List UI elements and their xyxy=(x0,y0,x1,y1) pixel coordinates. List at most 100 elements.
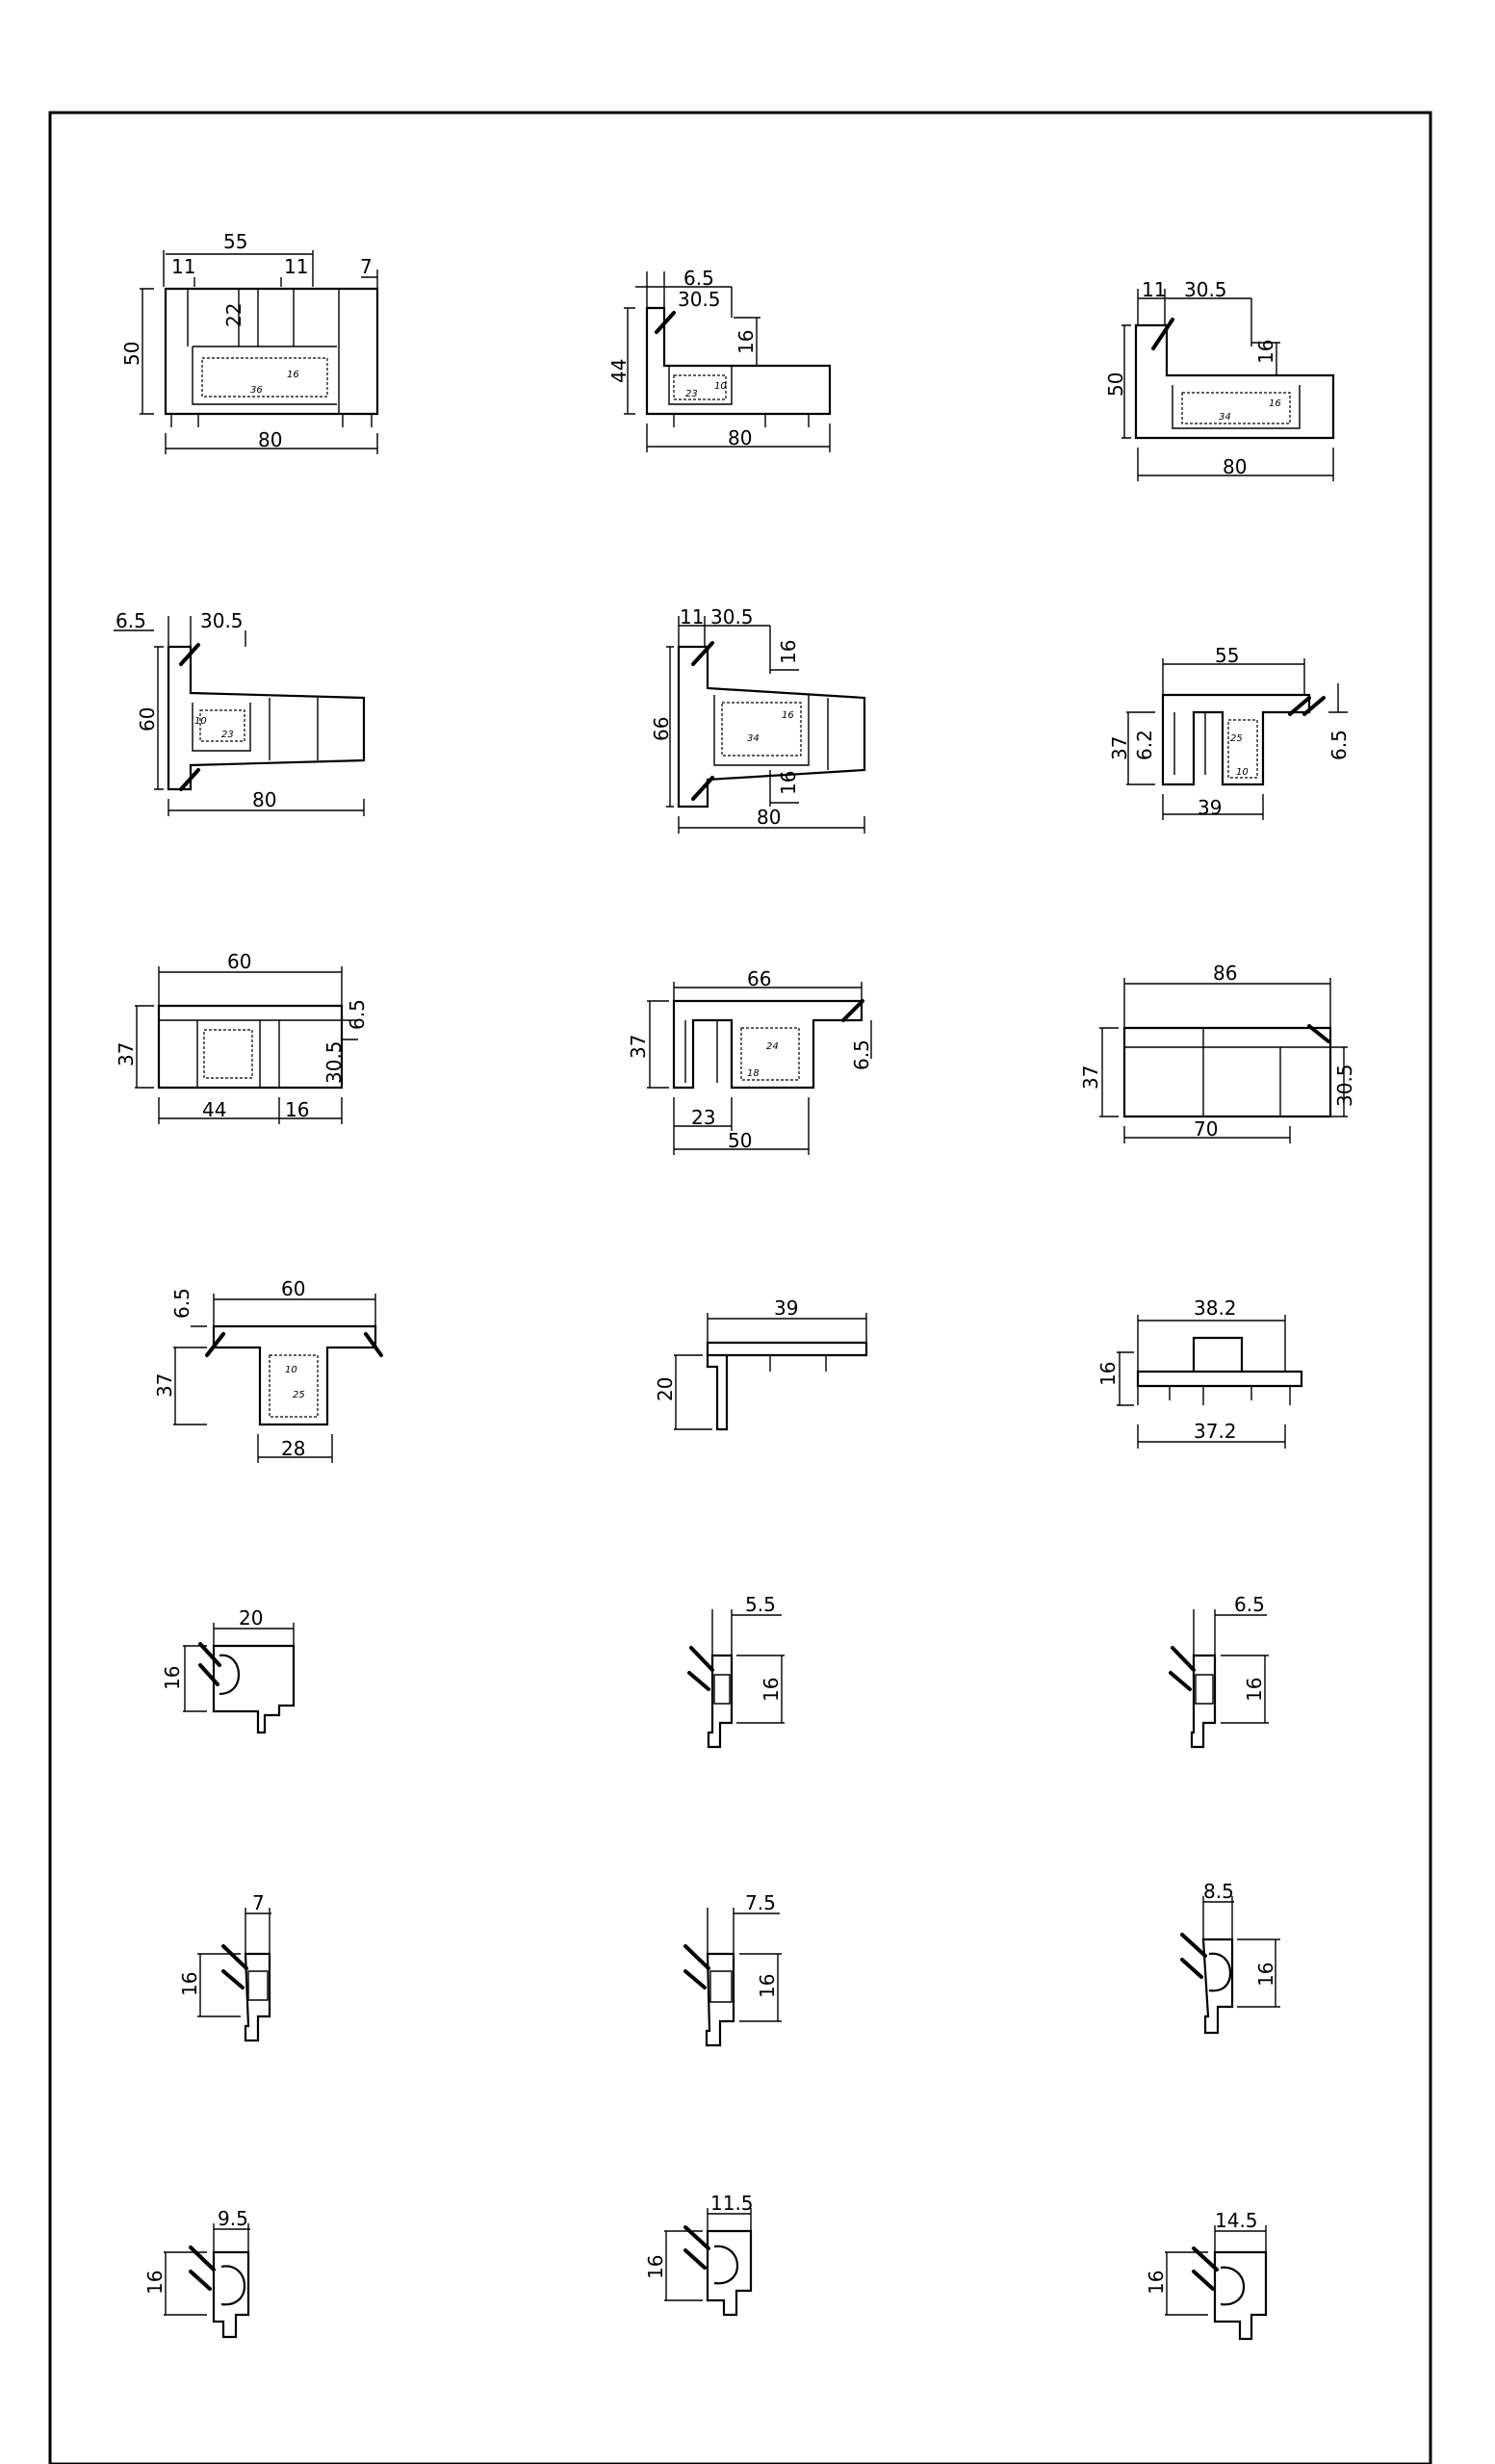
p8-dim-0: 66 xyxy=(747,967,771,990)
p5-inner-0: 16 xyxy=(782,710,794,721)
profile-p4: 6.5 30.5 60 80 10 23 xyxy=(114,609,366,816)
p12-dim-0: 38.2 xyxy=(1194,1296,1237,1320)
p1-dim-6: 80 xyxy=(258,428,282,451)
p1-dim-4: 22 xyxy=(222,303,245,327)
p20-dim-0: 11.5 xyxy=(710,2192,754,2215)
profile-p2: 6.5 30.5 16 44 80 23 10 xyxy=(607,267,832,452)
p17-dim-1: 16 xyxy=(756,1974,779,1998)
p16-dim-1: 16 xyxy=(178,1972,201,1996)
profile-p11: 39 20 xyxy=(654,1296,868,1431)
p8-dim-1: 37 xyxy=(627,1035,650,1059)
p9-dim-0: 86 xyxy=(1213,962,1237,985)
p8-dim-3: 23 xyxy=(691,1106,715,1129)
p20-dim-1: 16 xyxy=(644,2255,667,2279)
profile-p21: 14.5 16 xyxy=(1145,2209,1268,2341)
p15-dim-0: 6.5 xyxy=(1234,1593,1265,1616)
p5-dim-2: 16 xyxy=(777,640,800,664)
p1-dim-0: 55 xyxy=(223,230,247,253)
profile-p13: 20 16 xyxy=(161,1606,296,1734)
p8-dim-2: 6.5 xyxy=(850,1040,873,1070)
p2-dim-1: 30.5 xyxy=(678,288,721,311)
p2-inner-1: 10 xyxy=(714,381,727,392)
p5-dim-5: 80 xyxy=(757,806,781,829)
profile-p14: 5.5 16 xyxy=(687,1593,785,1749)
p8-inner-0: 24 xyxy=(766,1041,779,1052)
p10-dim-3: 28 xyxy=(281,1437,305,1460)
p2-dim-4: 80 xyxy=(728,426,752,449)
p4-inner-1: 23 xyxy=(221,730,234,740)
p13-dim-0: 20 xyxy=(239,1606,263,1630)
p6-dim-1: 37 xyxy=(1108,736,1131,760)
sheet-border xyxy=(48,111,1432,2464)
p7-dim-2: 37 xyxy=(115,1042,138,1066)
p9-dim-2: 30.5 xyxy=(1333,1064,1356,1107)
p14-dim-0: 5.5 xyxy=(745,1593,776,1616)
p18-dim-1: 16 xyxy=(1254,1963,1277,1987)
p10-dim-1: 60 xyxy=(281,1277,305,1300)
p2-dim-0: 6.5 xyxy=(683,267,714,290)
p1-dim-3: 7 xyxy=(360,255,373,278)
p13-dim-1: 16 xyxy=(161,1666,184,1690)
p7-dim-5: 16 xyxy=(285,1098,309,1121)
p3-dim-0: 11 xyxy=(1142,278,1166,301)
p1-inner-0: 16 xyxy=(287,370,299,380)
p6-dim-3: 6.5 xyxy=(1327,730,1351,760)
p7-dim-4: 44 xyxy=(202,1098,226,1121)
profile-p1: 55 11 11 7 22 50 80 16 36 xyxy=(120,230,379,454)
p6-dim-0: 55 xyxy=(1215,644,1239,667)
p5-inner-1: 34 xyxy=(747,733,760,744)
p6-dim-4: 39 xyxy=(1198,796,1222,819)
p6-dim-2: 6.2 xyxy=(1133,730,1156,760)
profile-p3: 11 30.5 16 50 80 16 34 xyxy=(1104,278,1335,481)
p9-dim-3: 70 xyxy=(1194,1117,1218,1141)
profile-p9: 86 37 30.5 70 xyxy=(1079,962,1356,1143)
p7-dim-0: 60 xyxy=(227,950,251,973)
p1-dim-5: 50 xyxy=(120,342,143,366)
profile-p7: 60 6.5 37 30.5 44 16 xyxy=(115,950,369,1124)
profile-p19: 9.5 16 xyxy=(143,2207,250,2339)
p5-dim-3: 66 xyxy=(650,717,673,741)
p3-dim-3: 50 xyxy=(1104,372,1127,397)
p5-dim-1: 30.5 xyxy=(710,605,754,629)
p18-dim-0: 8.5 xyxy=(1203,1880,1234,1903)
p3-inner-0: 16 xyxy=(1269,398,1281,409)
profile-p15: 6.5 16 xyxy=(1169,1593,1269,1749)
p8-dim-4: 50 xyxy=(728,1129,752,1152)
p2-dim-2: 16 xyxy=(735,330,758,354)
p8-inner-1: 18 xyxy=(747,1068,760,1079)
p4-dim-1: 30.5 xyxy=(200,609,244,632)
p19-dim-1: 16 xyxy=(143,2271,167,2295)
p1-dim-1: 11 xyxy=(171,255,195,278)
p19-dim-0: 9.5 xyxy=(218,2207,248,2230)
p14-dim-1: 16 xyxy=(760,1678,783,1702)
p10-dim-0: 6.5 xyxy=(170,1288,193,1319)
profile-p5: 11 30.5 16 66 16 80 16 34 xyxy=(650,605,866,834)
profile-p20: 11.5 16 xyxy=(644,2192,754,2317)
p16-dim-0: 7 xyxy=(252,1891,265,1914)
profile-p17: 7.5 16 xyxy=(683,1891,782,2047)
p6-inner-0: 25 xyxy=(1230,733,1243,744)
p12-dim-1: 16 xyxy=(1096,1362,1120,1386)
p21-dim-1: 16 xyxy=(1145,2271,1168,2295)
p3-inner-1: 34 xyxy=(1219,412,1231,423)
p3-dim-2: 16 xyxy=(1254,340,1277,364)
p7-dim-3: 30.5 xyxy=(322,1040,346,1084)
p5-dim-0: 11 xyxy=(680,605,704,629)
p1-dim-2: 11 xyxy=(284,255,308,278)
p21-dim-0: 14.5 xyxy=(1215,2209,1258,2232)
profile-p12: 38.2 16 37.2 xyxy=(1096,1296,1303,1449)
profile-p16: 7 16 xyxy=(178,1891,271,2042)
p4-inner-0: 10 xyxy=(194,716,207,727)
p15-dim-1: 16 xyxy=(1243,1678,1266,1702)
p3-dim-1: 30.5 xyxy=(1184,278,1227,301)
p1-inner-1: 36 xyxy=(250,385,263,396)
p7-dim-1: 6.5 xyxy=(346,999,369,1030)
profile-p18: 8.5 16 xyxy=(1180,1880,1280,2035)
p5-dim-4: 16 xyxy=(777,771,800,795)
p3-dim-4: 80 xyxy=(1223,455,1247,478)
p4-dim-3: 80 xyxy=(252,788,276,811)
profile-p10: 6.5 60 37 28 10 25 xyxy=(153,1277,383,1463)
p4-dim-2: 60 xyxy=(136,707,159,732)
p11-dim-0: 39 xyxy=(774,1296,798,1320)
